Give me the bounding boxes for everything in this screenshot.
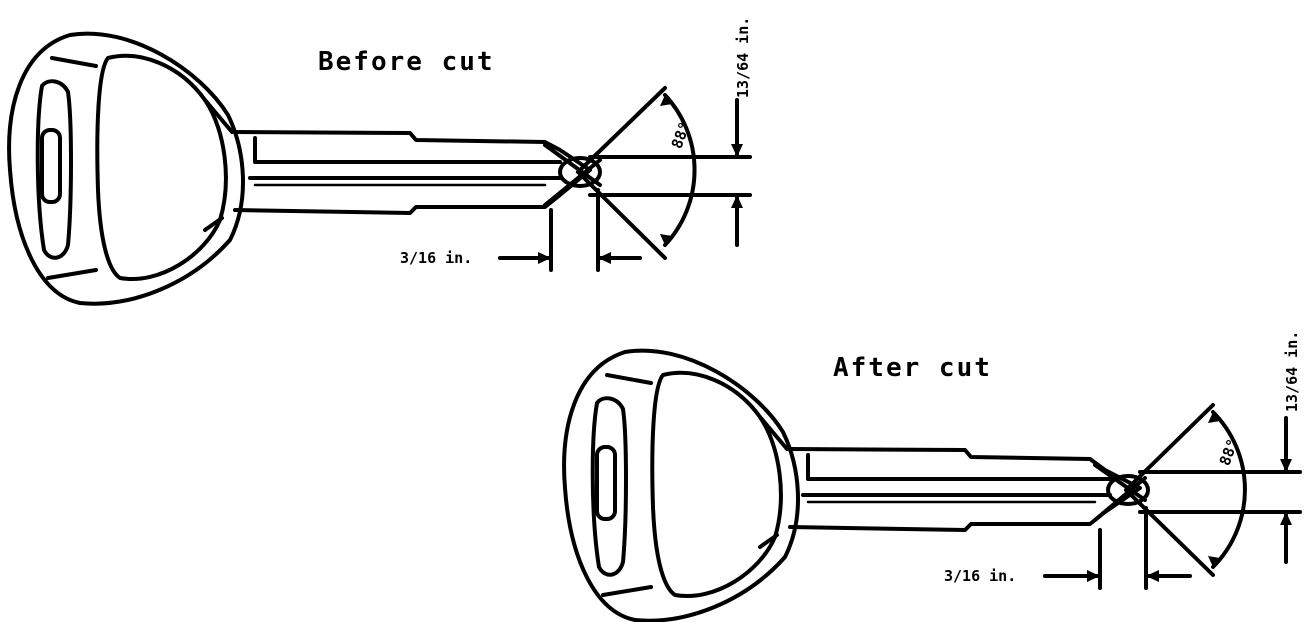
key-blade-before: [233, 130, 602, 215]
before-cut-title: Before cut: [318, 47, 495, 77]
width-dimension-before: 3/16 in.: [400, 188, 642, 272]
depth-dimension-after: 13/64 in.: [1138, 331, 1302, 564]
key-blade-after: [788, 447, 1150, 532]
width-dimension-after: 3/16 in.: [944, 506, 1192, 590]
angle-label-after: 88°: [1216, 436, 1242, 468]
key-head-before: [7, 31, 245, 306]
angle-marker-after: 88°: [1124, 403, 1247, 577]
depth-label-after: 13/64 in.: [1283, 331, 1301, 412]
width-label-after: 3/16 in.: [944, 567, 1016, 585]
angle-marker-before: 88°: [576, 86, 697, 260]
depth-dimension-before: 13/64 in.: [588, 17, 752, 247]
key-before-cut: Before cut: [7, 17, 752, 306]
key-head-after: [562, 348, 800, 622]
after-cut-title: After cut: [833, 353, 992, 383]
key-after-cut: After cut 8: [562, 331, 1302, 622]
width-label-before: 3/16 in.: [400, 249, 472, 267]
depth-label-before: 13/64 in.: [734, 17, 752, 98]
